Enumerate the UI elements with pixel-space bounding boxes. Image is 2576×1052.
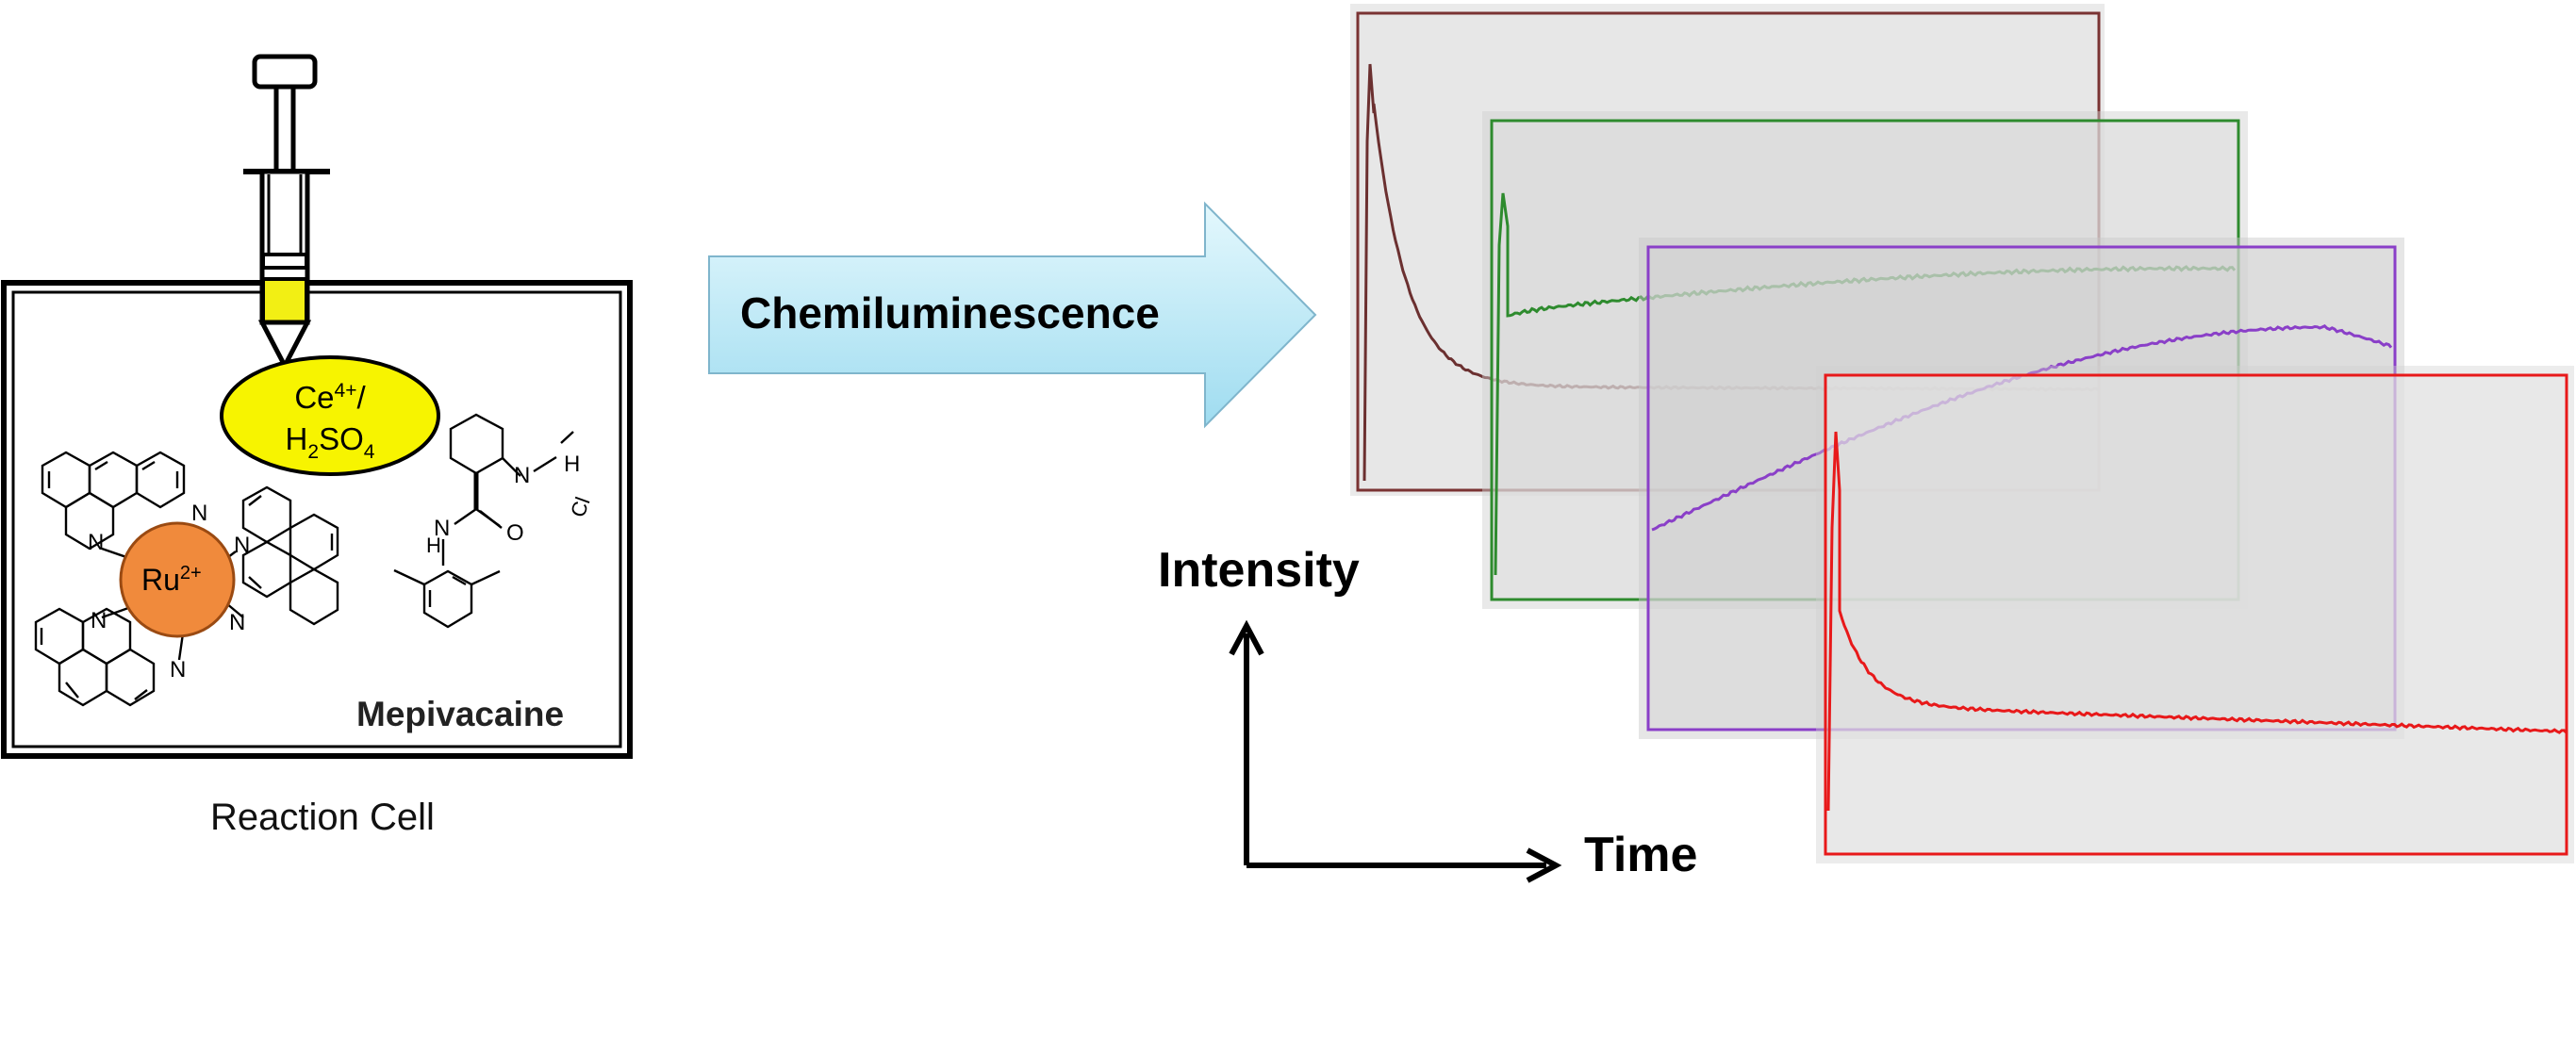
n-atom-label: N [234, 533, 250, 558]
reaction-cell: Ce4+/ H2SO4 [1, 54, 633, 838]
intensity-time-axes: Intensity Time [1158, 543, 1697, 883]
ruthenium-center [119, 521, 236, 638]
chemiluminescence-arrow: Chemiluminescence [708, 201, 1317, 429]
n-atom-label: N [91, 608, 107, 633]
oxidant-label-line1: Ce4+/ [294, 380, 366, 415]
panel-red [1816, 366, 2574, 863]
ruthenium-label: Ru2+ [141, 563, 202, 597]
cell-inner-border [11, 290, 622, 748]
oxidant-bubble: Ce4+/ H2SO4 [220, 355, 440, 476]
h-atom-label: H [564, 452, 580, 477]
arrow-label: Chemiluminescence [740, 288, 1160, 337]
reaction-cell-caption: Reaction Cell [210, 797, 435, 838]
y-axis-label: Intensity [1158, 543, 1360, 598]
x-axis-arrowhead-icon [1526, 847, 1562, 883]
syringe-icon [243, 54, 330, 371]
syringe-reagent-fill [261, 277, 308, 324]
analyte-name: Mepivacaine [356, 695, 564, 733]
oxidant-label-line2: H2SO4 [286, 421, 375, 463]
cell-outer-border [1, 280, 633, 759]
n-atom-label: N [229, 610, 245, 635]
n-atom-label: N [170, 657, 186, 682]
n-atom-label: N [434, 516, 450, 541]
n-atom-label: N [514, 463, 530, 488]
trace-red [1826, 431, 2568, 812]
panel-frame [1824, 373, 2568, 856]
n-atom-label: N [88, 530, 104, 555]
n-atom-label: N [191, 501, 207, 526]
h-atom-label: H [426, 534, 441, 557]
mepivacaine-structure [393, 413, 574, 629]
y-axis-arrowhead-icon [1229, 619, 1264, 656]
o-atom-label: O [506, 520, 524, 546]
x-axis-label: Time [1584, 828, 1697, 882]
ruthenium-complex [34, 451, 339, 707]
